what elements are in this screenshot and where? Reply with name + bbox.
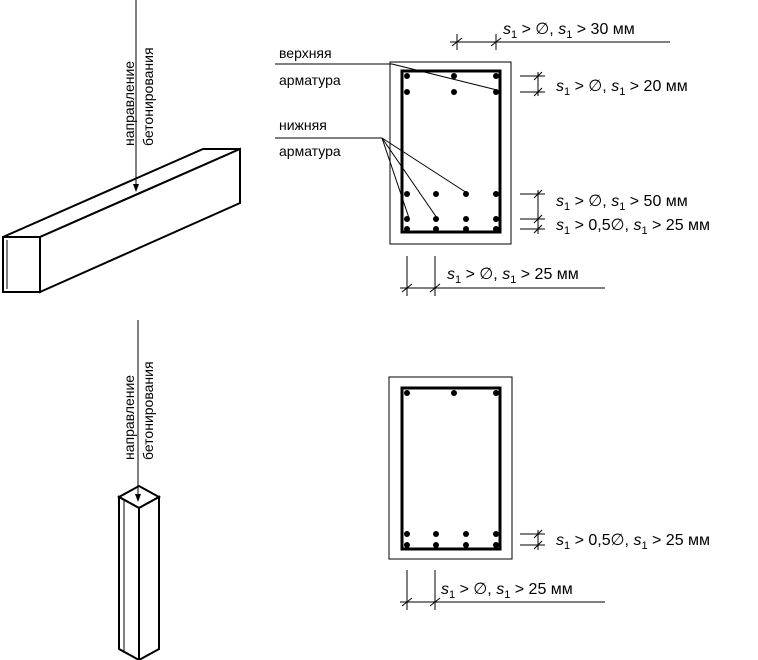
column-section — [388, 376, 513, 560]
beam-bottom-dim-text: s1 > ∅, s1 > 25 мм — [447, 266, 579, 286]
beam-right-dim-text-2: s1 > ∅, s1 > 50 мм — [556, 193, 688, 213]
beam-section — [389, 61, 512, 245]
label-top-rebar-1: верхняя — [279, 45, 332, 61]
column-right-dimension — [520, 529, 545, 550]
beam-rebar-top — [404, 73, 499, 95]
column-rebar — [404, 390, 499, 548]
column-direction-label-1: направление — [121, 375, 137, 460]
beam-3d — [2, 147, 241, 294]
column-right-dim-text: s1 > 0,5∅, s1 > 25 мм — [556, 532, 710, 552]
beam-right-dim-text-3: s1 > 0,5∅, s1 > 25 мм — [556, 217, 710, 237]
label-bottom-rebar-2: арматура — [279, 143, 341, 159]
label-bottom-rebar-1: нижняя — [279, 117, 327, 133]
column-bottom-dim-text: s1 > ∅, s1 > 25 мм — [441, 581, 573, 601]
column-bottom-dimension — [400, 570, 605, 610]
beam-top-dim-text: s1 > ∅, s1 > 30 мм — [503, 21, 635, 41]
beam-direction-label-2: бетонирования — [140, 47, 156, 146]
column-3d — [116, 484, 162, 660]
beam-rebar-bottom — [404, 191, 499, 232]
beam-right-dim-text-1: s1 > ∅, s1 > 20 мм — [556, 78, 688, 98]
beam-right-dimensions — [520, 71, 545, 234]
column-direction-label-2: бетонирования — [140, 361, 156, 460]
beam-leader-lines — [275, 63, 498, 219]
label-top-rebar-2: арматура — [279, 72, 341, 88]
beam-bottom-dimension — [400, 256, 605, 296]
beam-direction-label-1: направление — [121, 61, 137, 146]
beam-top-dimension — [450, 34, 670, 50]
